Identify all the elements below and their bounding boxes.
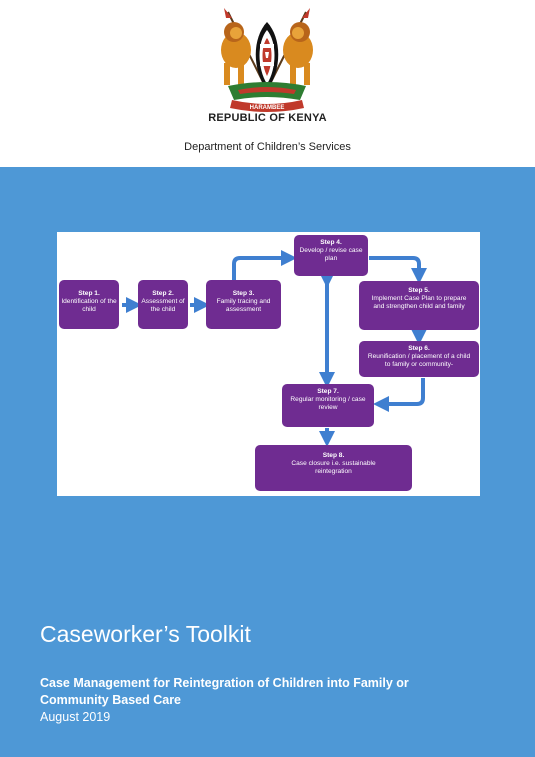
step-1-label: Step 1.: [78, 290, 100, 297]
step-3-box: Step 3. Family tracing and assessment: [206, 280, 281, 329]
arrow-6-7: [373, 378, 425, 412]
step-1-text: Identification of the child: [61, 298, 117, 313]
document-title: Caseworker’s Toolkit: [40, 621, 251, 647]
case-management-diagram: Step 1. Identification of the child Step…: [57, 232, 480, 496]
arrow-4-5: [369, 256, 427, 284]
step-5-label: Step 5.: [408, 287, 430, 294]
step-4-label: Step 4.: [320, 239, 342, 246]
document-subtitle: Case Management for Reintegration of Chi…: [40, 676, 409, 707]
diagram-arrows: [122, 250, 427, 447]
step-3-label: Step 3.: [232, 290, 255, 297]
step-8-text: Case closure i.e. sustainable reintegrat…: [291, 460, 376, 475]
step-6-label: Step 6.: [408, 345, 430, 352]
step-5-box: Step 5. Implement Case Plan to prepare a…: [359, 281, 479, 330]
step-4-box: Step 4. Develop / revise case plan: [294, 235, 368, 276]
step-6-text: Reunification / placement of a child to …: [367, 353, 471, 368]
step-7-label: Step 7.: [317, 388, 339, 395]
step-7-box: Step 7. Regular monitoring / case review: [282, 384, 374, 427]
header: HARAMBEE REPUBLIC OF KENYA Department of…: [0, 0, 535, 167]
arrow-3-4: [232, 250, 297, 282]
step-8-box: Step 8. Case closure i.e. sustainable re…: [255, 445, 412, 491]
department-name: Department of Children’s Services: [184, 141, 351, 153]
publication-date: August 2019: [40, 710, 111, 724]
step-3-text: Family tracing and assessment: [216, 298, 271, 313]
step-4-text: Develop / revise case plan: [299, 247, 363, 262]
step-2-text: Assessment of the child: [141, 298, 185, 313]
harambee-motto: HARAMBEE: [250, 105, 285, 111]
step-6-box: Step 6. Reunification / placement of a c…: [359, 341, 479, 377]
republic-of-kenya: REPUBLIC OF KENYA: [208, 112, 327, 124]
step-8-label: Step 8.: [322, 452, 345, 459]
step-1-box: Step 1. Identification of the child: [59, 280, 119, 329]
step-5-text: Implement Case Plan to prepare and stren…: [371, 295, 467, 310]
kenya-coat-of-arms-icon: HARAMBEE: [221, 8, 313, 112]
step-7-text: Regular monitoring / case review: [290, 396, 366, 411]
step-2-label: Step 2.: [152, 290, 174, 297]
step-2-box: Step 2. Assessment of the child: [138, 280, 188, 329]
